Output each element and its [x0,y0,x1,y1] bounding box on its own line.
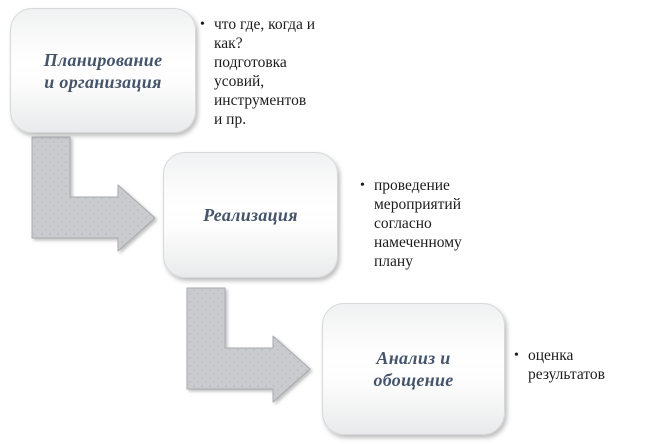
bent-arrow-step2-to-step3-icon [186,287,311,403]
bullet-note-realization: • проведение мероприятий согласно намече… [360,176,496,271]
step-title-realization: Реализация [203,205,298,225]
step-box-realization: Реализация [163,152,338,278]
bullet-note-analysis: • оценка результатов [514,346,656,384]
bullet-text-realization: проведение мероприятий согласно намеченн… [374,177,462,270]
bullet-marker: • [360,178,365,193]
bent-arrow-step1-to-step2-icon [31,136,156,252]
bullet-note-planning: • что где, когда и как? подготовка усови… [200,15,348,129]
bullet-text-planning: что где, когда и как? подготовка усовий,… [214,16,316,128]
bullet-marker: • [514,348,519,363]
step-title-planning: Планирование и организация [43,49,163,92]
step-title-analysis: Анализ и обощение [373,348,454,390]
bullet-marker: • [200,17,205,32]
bullet-text-analysis: оценка результатов [528,347,605,383]
step-box-planning: Планирование и организация [10,8,196,133]
step-box-analysis: Анализ и обощение [322,303,505,435]
